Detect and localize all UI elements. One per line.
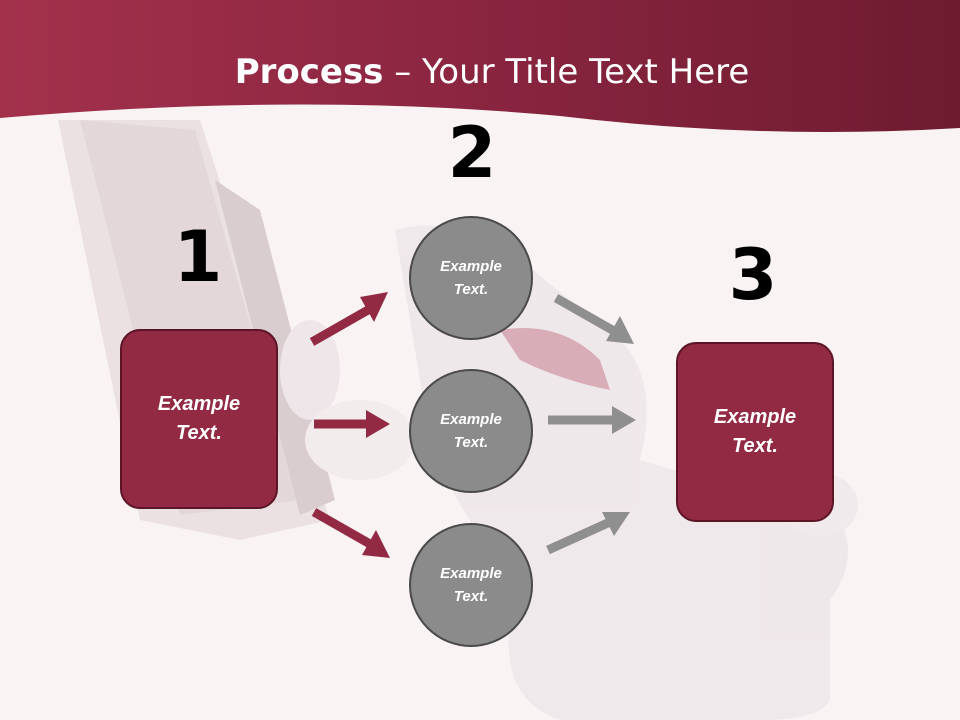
arrow-right-top (553, 294, 634, 344)
circle-top: Example Text. (409, 216, 533, 340)
step-number-1: 1 (173, 216, 223, 298)
title-bold: Process (234, 52, 384, 92)
right-step-box-text: Example Text. (713, 406, 797, 457)
header-band (0, 0, 960, 132)
circle-middle: Example Text. (409, 369, 533, 493)
circle-middle-text: Example Text. (440, 410, 502, 451)
arrow-left-top (309, 292, 388, 346)
left-step-box-text: Example Text. (157, 393, 241, 444)
circle-bottom-text: Example Text. (440, 564, 502, 605)
left-step-box: Example Text. (120, 329, 278, 509)
arrow-right-bottom (546, 512, 630, 555)
circle-bottom: Example Text. (409, 523, 533, 647)
slide-title: Process – Your Title Text Here (0, 52, 960, 92)
circle-top-text: Example Text. (440, 257, 502, 298)
arrow-left-middle (314, 410, 390, 438)
right-step-box: Example Text. (676, 342, 834, 522)
step-number-2: 2 (447, 112, 497, 194)
step-number-3: 3 (728, 234, 778, 316)
title-rest: – Your Title Text Here (383, 52, 750, 92)
arrow-left-bottom (311, 508, 390, 558)
arrow-right-middle (548, 406, 636, 434)
